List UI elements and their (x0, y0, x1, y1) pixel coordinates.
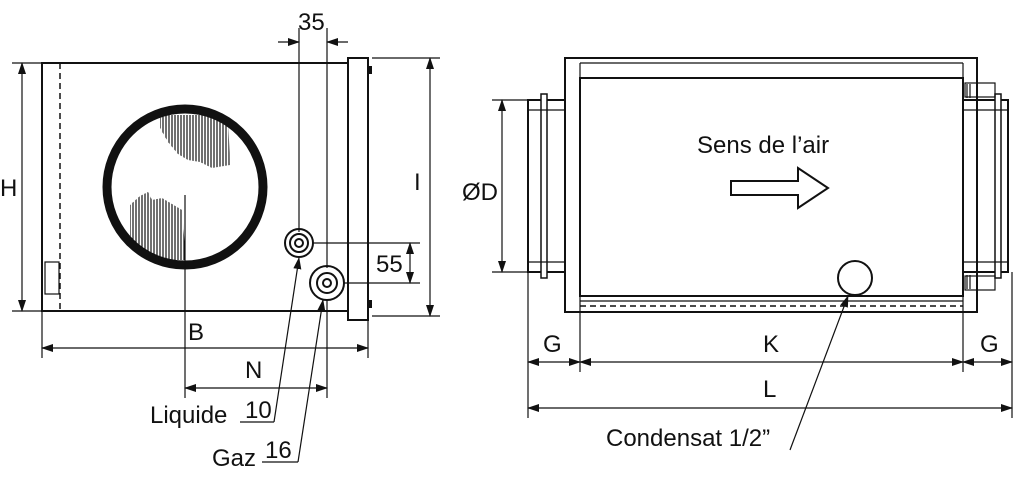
dim-od-label: ØD (462, 179, 498, 206)
airflow-label: Sens de l’air (697, 132, 829, 159)
airflow-arrow-icon (730, 166, 830, 210)
dim-g-left-label: G (543, 331, 562, 358)
left-small-tab (44, 261, 60, 295)
dim-35-label: 35 (298, 9, 325, 36)
flange-bolt-top (368, 66, 372, 74)
gas-connection (309, 265, 345, 301)
gaz-label: Gaz (212, 445, 256, 472)
dim-k-label: K (763, 331, 779, 358)
gaz-size-label: 16 (265, 437, 292, 464)
left-body-outline (41, 62, 349, 312)
left-view: 35 H I 55 B N Liquide 10 Gaz 16 (0, 9, 440, 472)
dim-i-label: I (414, 169, 421, 196)
coil-circle (102, 104, 268, 270)
right-spigot (962, 82, 1009, 291)
housing-outer (564, 57, 978, 313)
dim-n-label: N (245, 357, 262, 384)
left-flange (347, 57, 369, 321)
left-spigot (527, 93, 566, 279)
right-view: Sens de l’air ØD G K G L Condensat 1/2” (462, 57, 1013, 452)
dim-h-label: H (0, 175, 17, 202)
liquid-connection (284, 228, 314, 258)
condensat-label: Condensat 1/2” (606, 425, 770, 452)
dim-l-label: L (763, 376, 776, 403)
dim-55-label: 55 (376, 251, 403, 278)
condensate-drain (837, 260, 873, 296)
liquide-size-label: 10 (245, 397, 272, 424)
liquide-label: Liquide (150, 402, 227, 429)
housing-inner (579, 77, 964, 297)
dim-g-right-label: G (980, 331, 999, 358)
dim-b-label: B (188, 319, 204, 346)
flange-bolt-bottom (368, 300, 372, 308)
